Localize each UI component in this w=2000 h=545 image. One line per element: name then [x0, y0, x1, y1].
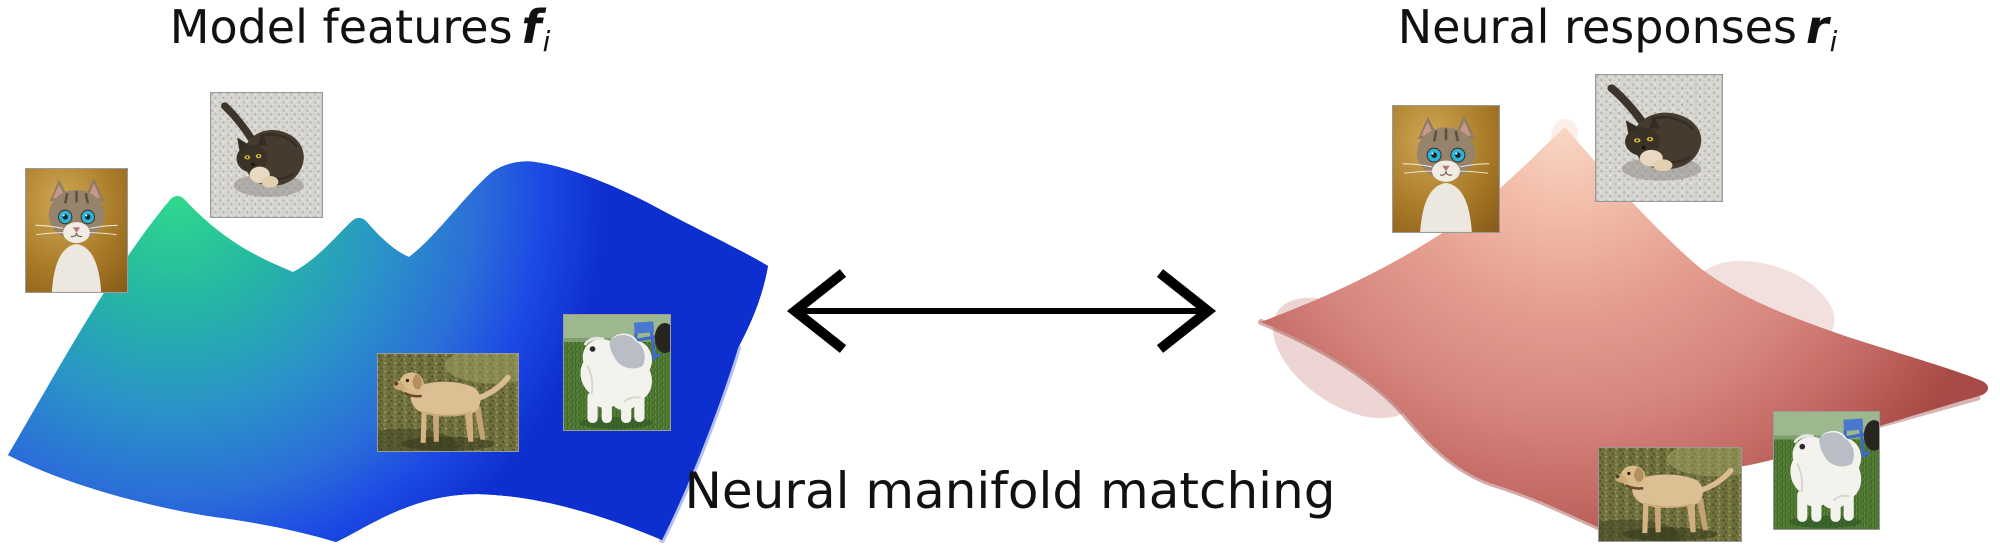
dark-cat-image-right	[1595, 74, 1723, 202]
model-manifold-surface	[8, 161, 768, 543]
sheepdog-image-left	[563, 314, 671, 431]
labrador-image-left	[377, 353, 519, 452]
model-title-subscript: i	[542, 24, 551, 58]
model-title-symbol: f	[521, 0, 542, 54]
cat-portrait-image-right	[1392, 105, 1500, 233]
cat-portrait-image-left	[25, 168, 128, 293]
sheepdog-image-right	[1773, 411, 1880, 530]
manifold-caption: Neural manifold matching	[684, 462, 1336, 520]
neural-title-text: Neural responses	[1397, 0, 1797, 54]
neural-title-subscript: i	[1829, 24, 1838, 58]
model-title-text: Model features	[169, 0, 513, 54]
labrador-image-right	[1598, 447, 1742, 542]
double-arrow	[786, 269, 1217, 353]
neural-title-symbol: r	[1805, 0, 1829, 54]
dark-cat-image-left	[210, 92, 323, 218]
